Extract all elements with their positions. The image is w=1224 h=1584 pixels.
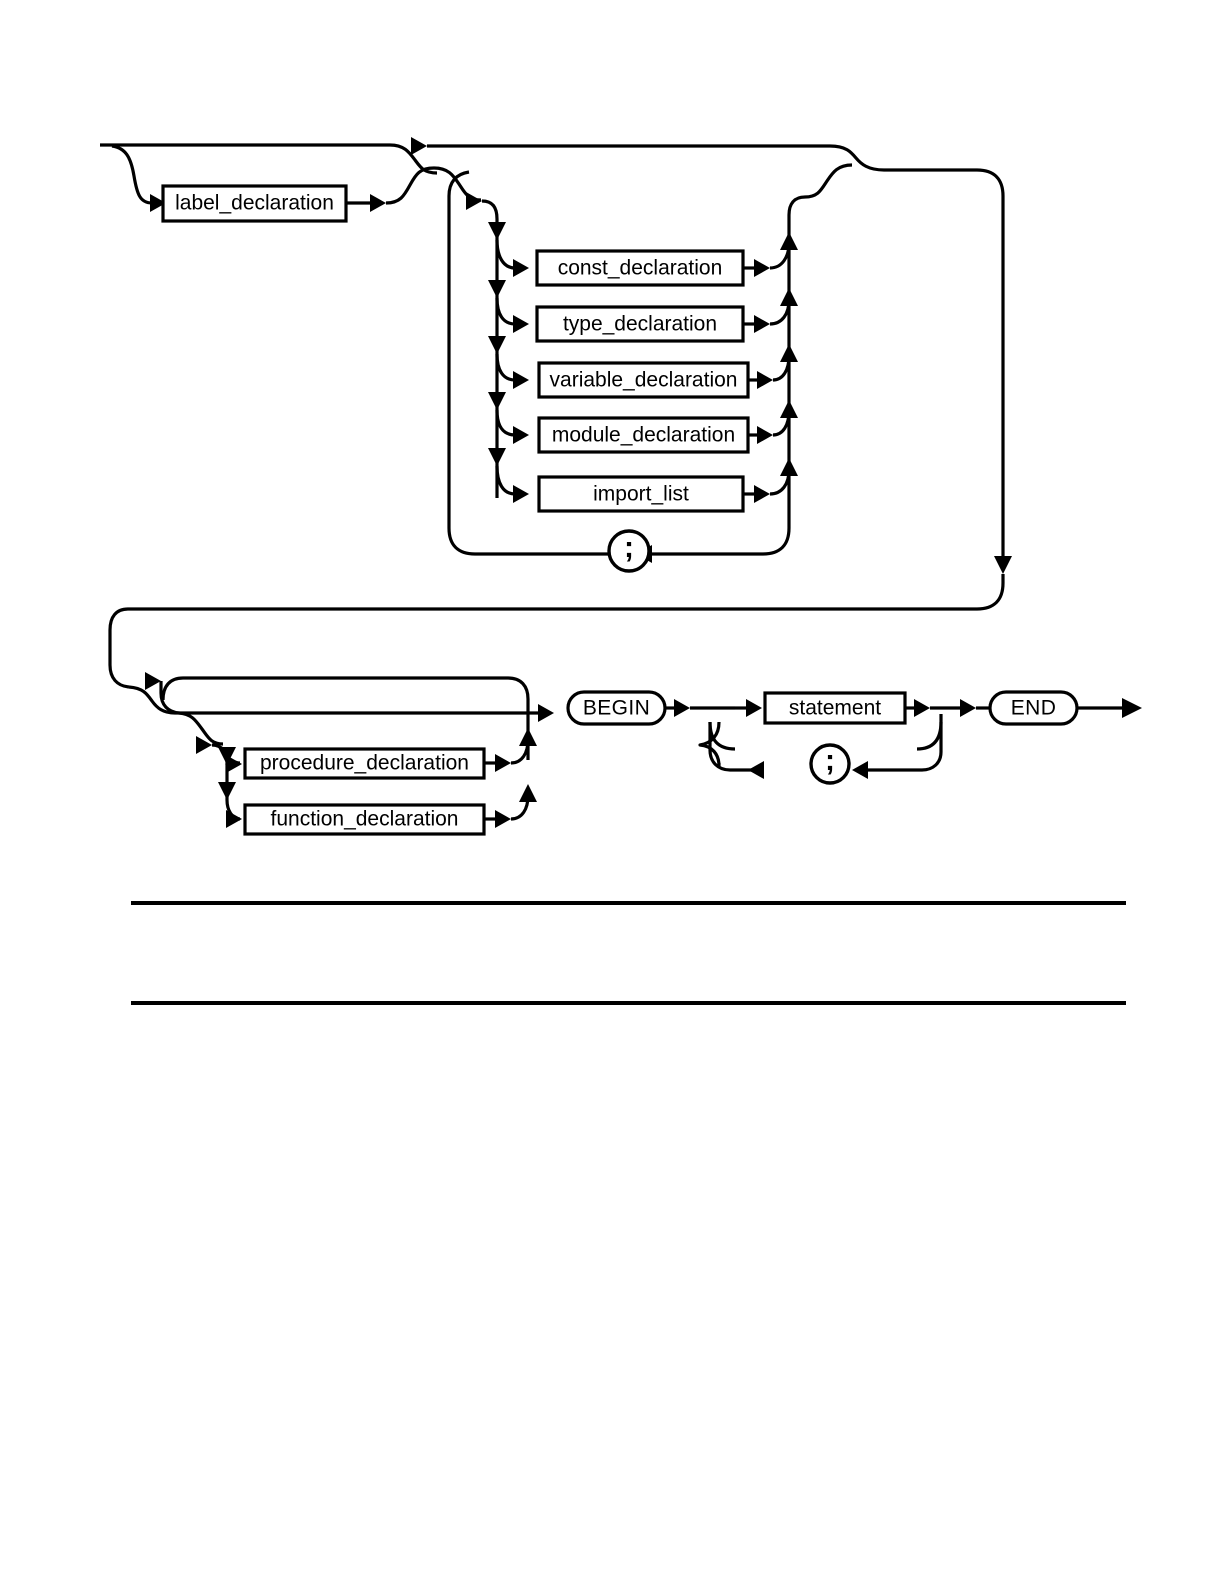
node-type-declaration-text: type_declaration [563, 313, 717, 336]
hrule-bottom [131, 1001, 1126, 1005]
choice-row-procedure-declaration [218, 728, 537, 773]
node-function-declaration-text: function_declaration [271, 808, 459, 831]
node-type-declaration[interactable] [535, 305, 745, 343]
hrule-top [131, 901, 1126, 905]
statement-to-end-rail [905, 699, 990, 717]
node-procedure-declaration[interactable] [243, 747, 486, 780]
choice-row-type-declaration [488, 280, 798, 333]
subprogram-choice-spine [178, 711, 229, 800]
node-semicolon-2-text: ; [825, 744, 835, 777]
node-semicolon-1-text: ; [624, 531, 634, 564]
begin-terminal-group: BEGIN [566, 690, 735, 726]
choice-row-const-declaration [488, 222, 798, 277]
label-declaration-branch [111, 144, 435, 212]
node-begin-text: BEGIN [583, 697, 650, 720]
node-import-list-text: import_list [593, 483, 689, 506]
node-semicolon-2[interactable] [809, 743, 851, 785]
node-statement-text: statement [789, 697, 881, 720]
node-import-list[interactable] [537, 475, 745, 513]
row1-main-rail [100, 143, 438, 175]
row1-junction-after-label [411, 137, 885, 172]
node-variable-declaration[interactable] [537, 361, 750, 399]
choice-row-variable-declaration [488, 336, 798, 389]
declaration-choice-left-spine [433, 166, 610, 556]
node-module-declaration[interactable] [537, 416, 750, 454]
node-function-declaration[interactable] [243, 803, 486, 836]
subprogram-loop-rail [145, 672, 530, 760]
node-label-declaration-text: label_declaration [175, 192, 334, 215]
row1-to-row2-connector [128, 168, 1012, 611]
choice-row-function-declaration [218, 782, 537, 828]
node-module-declaration-text: module_declaration [552, 424, 735, 447]
node-const-declaration[interactable] [535, 249, 745, 287]
node-const-declaration-text: const_declaration [558, 257, 723, 280]
row2-entry-rail [108, 607, 554, 722]
node-procedure-declaration-text: procedure_declaration [260, 752, 469, 775]
node-label-declaration[interactable] [161, 184, 348, 223]
node-variable-declaration-text: variable_declaration [550, 369, 738, 392]
node-semicolon-1[interactable] [607, 529, 651, 573]
choice-row-import-list [488, 448, 798, 503]
node-end-text: END [1011, 697, 1057, 720]
end-terminal-group: END [988, 690, 1142, 726]
statement-loop-group [698, 699, 943, 779]
choice-row-module-declaration [488, 392, 798, 444]
